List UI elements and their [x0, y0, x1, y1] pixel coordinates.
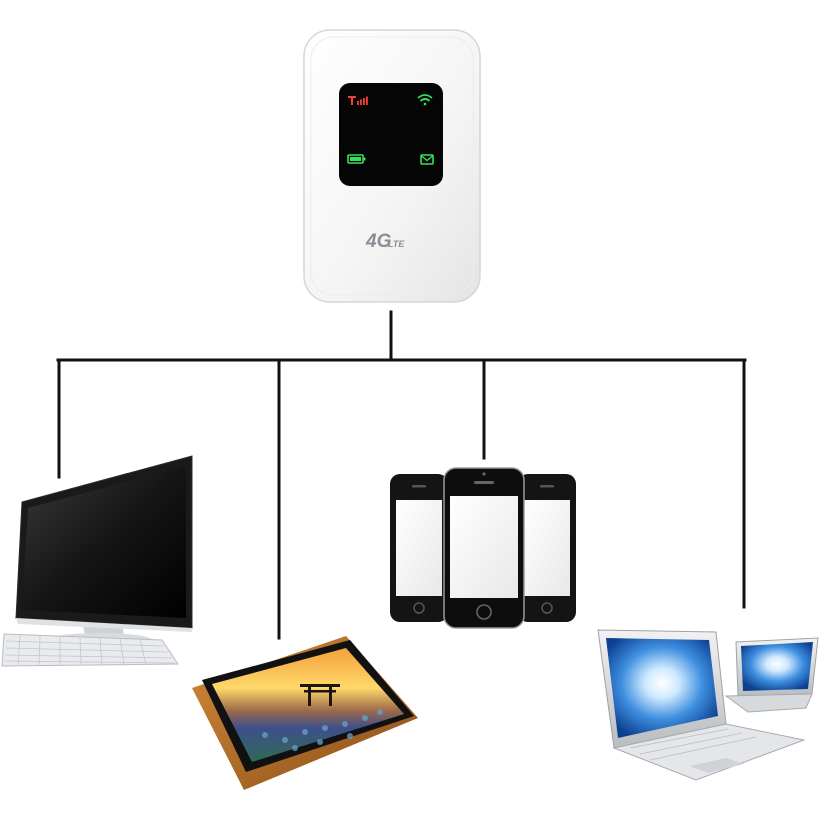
- mobile-hotspot-router: 4G LTE: [303, 29, 481, 303]
- laptop-keyboard-deck: [612, 723, 806, 781]
- laptop-small: [724, 637, 819, 713]
- connection-lines: [56, 310, 747, 640]
- smartphone-center: [443, 467, 525, 629]
- 4g-lte-badge: 4G LTE: [365, 231, 405, 252]
- wifi-icon: [417, 94, 433, 106]
- laptop-large: [597, 629, 806, 781]
- message-icon: [420, 154, 434, 165]
- desktop-computer: [1, 455, 193, 667]
- keyboard: [1, 633, 179, 667]
- tablet: [192, 636, 418, 790]
- smartphones: [390, 467, 576, 629]
- router-display: [339, 83, 443, 186]
- laptops: [597, 629, 819, 781]
- svg-text:4G: 4G: [365, 231, 392, 252]
- svg-text:LTE: LTE: [388, 239, 405, 249]
- torii-gate-image: [300, 684, 340, 706]
- monitor-screen: [22, 466, 186, 618]
- signal-icon: [348, 96, 368, 105]
- battery-icon: [347, 154, 366, 164]
- smartphone-left: [390, 474, 448, 622]
- smartphone-right: [518, 474, 576, 622]
